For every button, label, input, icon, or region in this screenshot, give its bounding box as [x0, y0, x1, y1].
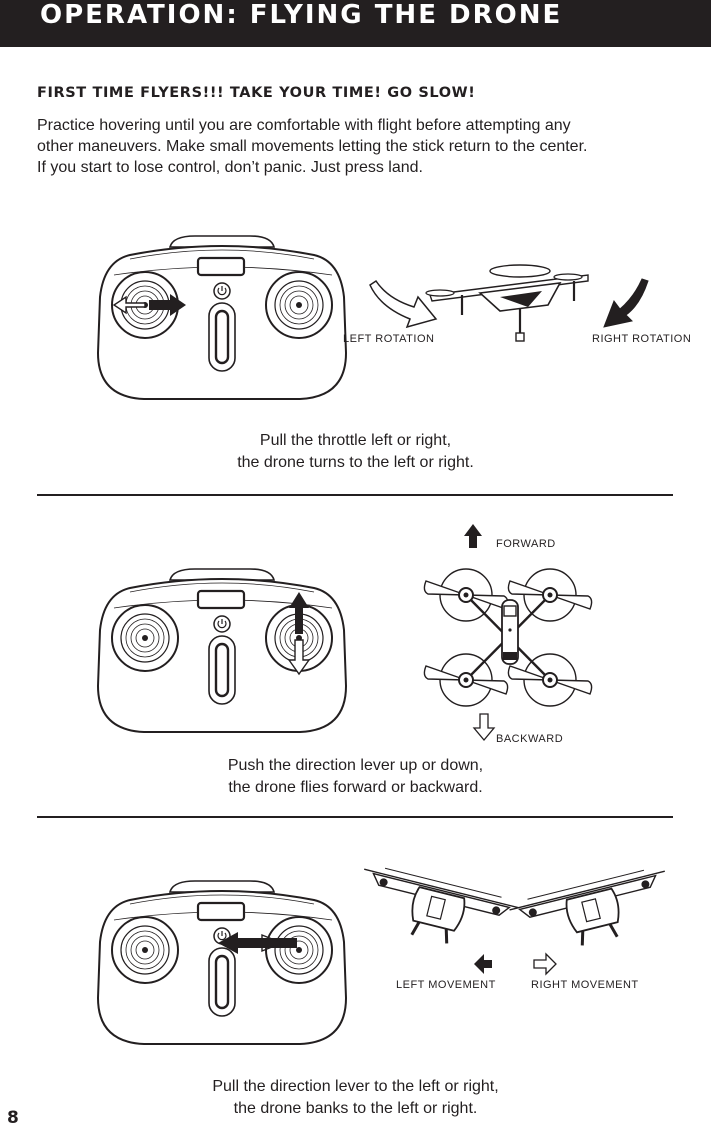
left-movement-arrow-icon [474, 954, 492, 974]
page-header-bar: OPERATION: FLYING THE DRONE [0, 0, 711, 47]
right-rotation-label: RIGHT ROTATION [592, 333, 692, 345]
controller-illustration [96, 879, 348, 1046]
left-rotation-label: LEFT ROTATION [343, 333, 435, 345]
caption-line: Pull the direction lever to the left or … [212, 1078, 499, 1095]
intro-paragraph: Practice hovering until you are comforta… [37, 115, 677, 178]
rotation-caption: Pull the throttle left or right, the dro… [0, 430, 711, 474]
controller-illustration [96, 234, 348, 401]
banking-caption: Pull the direction lever to the left or … [0, 1076, 711, 1120]
caption-line: the drone turns to the left or right. [237, 454, 474, 471]
backward-arrow-icon [472, 713, 496, 742]
controller-illustration [96, 567, 348, 734]
page-number: 8 [7, 1108, 19, 1128]
right-movement-arrow-icon [533, 952, 557, 976]
drone-front-illustration [425, 264, 589, 342]
right-movement-label: RIGHT MOVEMENT [531, 979, 639, 991]
arrow-left-solid-icon [218, 932, 297, 954]
arrow-right-solid-icon [149, 294, 186, 316]
intro-heading: FIRST TIME FLYERS!!! TAKE YOUR TIME! GO … [37, 85, 476, 101]
left-movement-label: LEFT MOVEMENT [396, 979, 496, 991]
forward-label: FORWARD [496, 538, 556, 550]
drone-top-illustration [423, 568, 593, 707]
forward-backward-illustration [96, 524, 593, 742]
rotation-arrow-left-icon [369, 279, 438, 329]
arrow-left-outline-icon [112, 295, 146, 315]
intro-line: Practice hovering until you are comforta… [37, 117, 571, 134]
arrow-right-outline-icon [261, 933, 284, 953]
banking-illustration [96, 861, 679, 1046]
forward-arrow-icon [464, 524, 482, 548]
intro-line: If you start to lose control, don’t pani… [37, 159, 423, 176]
drone-bank-left-illustration [350, 861, 523, 960]
caption-line: the drone flies forward or backward. [228, 779, 483, 796]
page-title: OPERATION: FLYING THE DRONE [40, 0, 563, 30]
rotation-illustration [96, 234, 649, 401]
rotation-arrow-right-icon [603, 278, 649, 328]
arrow-up-solid-icon [289, 592, 309, 634]
drone-bank-right-illustration [506, 863, 679, 962]
section-divider [37, 494, 673, 496]
backward-label: BACKWARD [496, 733, 564, 745]
caption-line: Pull the throttle left or right, [259, 432, 452, 449]
forward-backward-caption: Push the direction lever up or down, the… [0, 755, 711, 799]
caption-line: Push the direction lever up or down, [227, 757, 484, 774]
section-divider [37, 816, 673, 818]
caption-line: the drone banks to the left or right. [233, 1100, 478, 1117]
intro-line: other maneuvers. Make small movements le… [37, 138, 588, 155]
arrow-down-outline-icon [287, 639, 311, 676]
